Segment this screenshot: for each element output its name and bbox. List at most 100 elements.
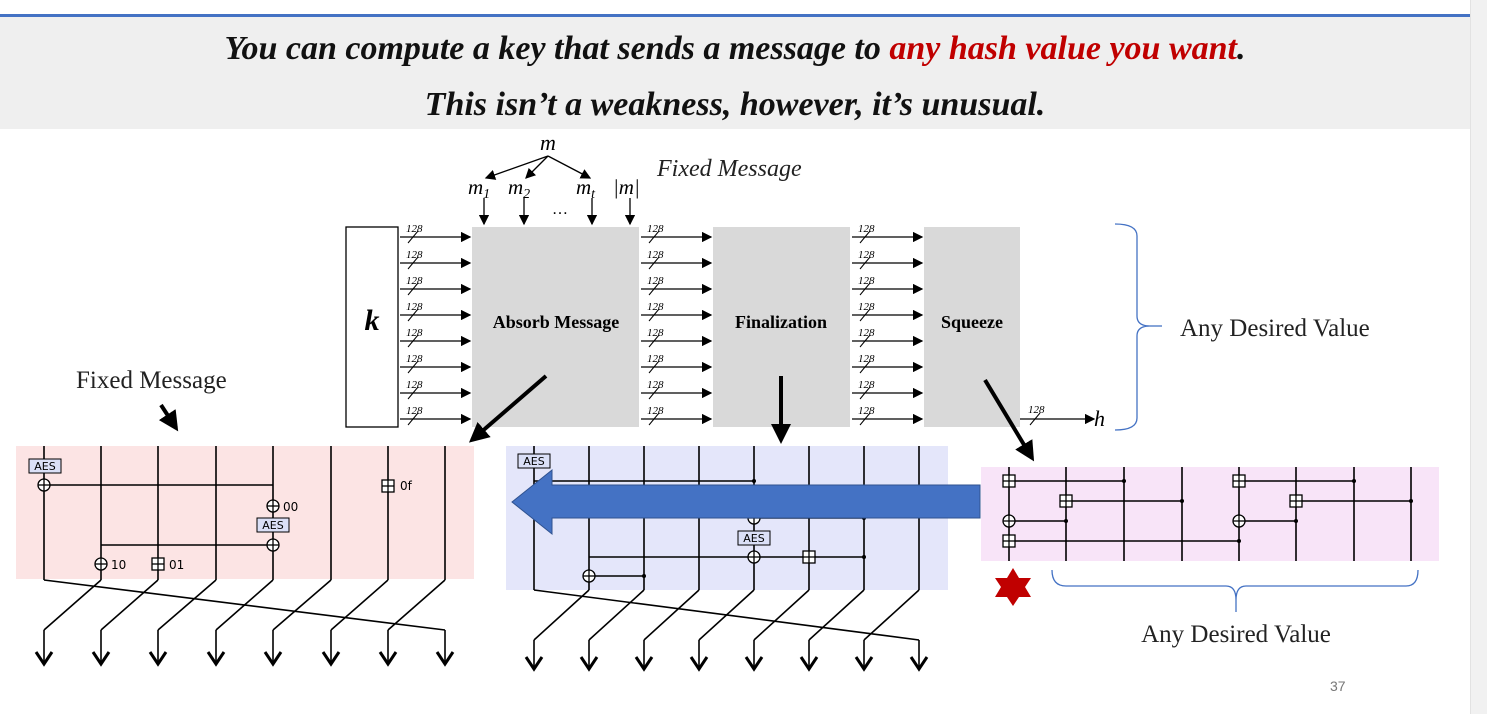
finalization-aes-gate-2: AES — [737, 530, 771, 546]
bus-slash — [859, 230, 871, 244]
bit-width-label: 128 — [406, 405, 423, 417]
title-banner — [0, 17, 1470, 129]
svg-text:AES: AES — [523, 455, 544, 468]
bit-width-label: 128 — [406, 275, 423, 287]
bus-slash — [407, 308, 419, 322]
finalization-down-arrowheads — [524, 656, 929, 672]
svg-text:m1: m1 — [468, 175, 490, 202]
title-highlight: any hash value you want — [889, 30, 1237, 67]
vertical-scrollbar[interactable] — [1470, 0, 1487, 714]
bus-slash — [407, 282, 419, 296]
title-line-1: You can compute a key that sends a messa… — [224, 30, 1246, 67]
bit-width-label: 128 — [858, 275, 875, 287]
bus-slash — [648, 360, 660, 374]
bit-width-label: 128 — [647, 301, 664, 313]
bus-slash — [648, 412, 660, 426]
squeeze-wiring — [1008, 467, 1412, 561]
bit-width-label: 128 — [858, 327, 875, 339]
bus-slash — [407, 230, 419, 244]
absorb-wiring — [43, 446, 446, 662]
bit-width-label: 128 — [406, 379, 423, 391]
const-01: 01 — [169, 558, 184, 572]
bus-slash — [859, 386, 871, 400]
absorb-aes-gate-1: AES — [28, 458, 62, 474]
bus-slash — [859, 360, 871, 374]
bus-slash — [407, 256, 419, 270]
bit-width-label: 128 — [647, 327, 664, 339]
red-star-icon — [995, 568, 1031, 606]
bus-slash — [648, 334, 660, 348]
bit-width-label: 128 — [406, 327, 423, 339]
absorb-aes-gate-2: AES — [256, 517, 290, 533]
bus-slash — [859, 412, 871, 426]
bit-width-label: 128 — [647, 379, 664, 391]
squeeze-dots — [1064, 479, 1413, 543]
bus-slash — [648, 386, 660, 400]
message-split-lines — [484, 155, 592, 180]
bit-width-label: 128 — [406, 301, 423, 313]
bus-slash — [407, 334, 419, 348]
squeeze-block — [924, 227, 1020, 427]
bit-width-label: 128 — [858, 379, 875, 391]
bus-slash — [648, 282, 660, 296]
bus-slash — [407, 412, 419, 426]
bit-width-label: 128 — [858, 301, 875, 313]
bus-slash — [859, 282, 871, 296]
state-arrows: 128 128 128 128 128 128 128 128 128 128 128 128 128 1… — [400, 223, 924, 426]
bus-slash — [648, 308, 660, 322]
right-brace — [1114, 223, 1151, 431]
fixed-message-top-label: Fixed Message — [656, 156, 802, 182]
bit-width-label: 128 — [647, 353, 664, 365]
absorb-add-gates — [151, 479, 395, 571]
message-label: m — [540, 130, 556, 155]
bus-slash — [407, 386, 419, 400]
key-label: k — [365, 304, 380, 337]
svg-text:AES: AES — [743, 532, 764, 545]
message-blocks: m1 m2 mt |m| — [468, 175, 640, 202]
bit-width-label: 128 — [406, 353, 423, 365]
top-accent-line — [0, 14, 1470, 17]
svg-text:|m|: |m| — [613, 175, 640, 199]
squeeze-label: Squeeze — [941, 312, 1003, 332]
bit-width-label: 128 — [406, 249, 423, 261]
key-box — [345, 226, 399, 428]
bit-width-label: 128 — [647, 223, 664, 235]
finalization-aes-gate-1: AES — [517, 453, 551, 469]
finalization-label: Finalization — [735, 312, 827, 332]
bit-width-label: 128 — [858, 353, 875, 365]
page-number: 37 — [1330, 678, 1346, 694]
absorb-detail-panel — [16, 446, 474, 579]
title-line-2: This isn’t a weakness, however, it’s unu… — [424, 86, 1046, 123]
const-0f: 0f — [400, 479, 413, 493]
backward-blue-arrow — [511, 468, 981, 536]
svg-text:mt: mt — [576, 175, 596, 202]
any-desired-value-right: Any Desired Value — [1180, 315, 1370, 342]
bus-slash — [407, 360, 419, 374]
absorb-xor-gates — [37, 478, 280, 571]
squeeze-gates — [1002, 474, 1303, 548]
message-dots: … — [552, 201, 568, 218]
zoom-arrows — [158, 374, 1035, 462]
svg-text:AES: AES — [34, 460, 55, 473]
bus-slash — [859, 256, 871, 270]
bit-width-label: 128 — [406, 223, 423, 235]
absorb-label: Absorb Message — [493, 312, 620, 332]
bit-width-label: 128 — [647, 405, 664, 417]
bus-slash — [648, 256, 660, 270]
bus-slash — [859, 334, 871, 348]
bit-width-label: 128 — [858, 405, 875, 417]
const-10: 10 — [111, 558, 126, 572]
fixed-message-left-label: Fixed Message — [76, 367, 227, 394]
squeeze-detail-panel — [981, 467, 1439, 561]
bit-width-label: 128 — [647, 275, 664, 287]
any-desired-value-bottom: Any Desired Value — [1141, 621, 1331, 648]
bus-slash — [648, 230, 660, 244]
absorb-down-arrowheads — [34, 651, 455, 667]
bit-width-label: 128 — [858, 249, 875, 261]
bottom-brace — [1051, 569, 1419, 601]
bus-slash — [859, 308, 871, 322]
output-label: h — [1094, 406, 1105, 431]
svg-text:AES: AES — [262, 519, 283, 532]
bit-width-label: 128 — [647, 249, 664, 261]
